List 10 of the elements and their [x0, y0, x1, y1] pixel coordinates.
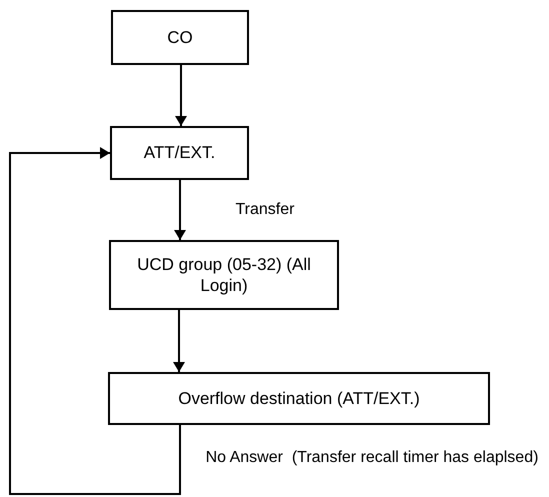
process-box: ATT/EXT.: [110, 126, 249, 180]
arrow: [174, 180, 186, 240]
arrow: [173, 310, 185, 372]
arrow: [9, 147, 181, 495]
process-box: UCD group (05-32) (All Login): [109, 240, 339, 310]
edge-label: No Answer (Transfer recall timer has elaplsed): [204, 448, 540, 468]
process-box: CO: [111, 10, 249, 65]
arrow: [175, 65, 187, 126]
edge-label: Transfer: [234, 200, 296, 220]
process-box: Overflow destination (ATT/EXT.): [108, 372, 490, 425]
